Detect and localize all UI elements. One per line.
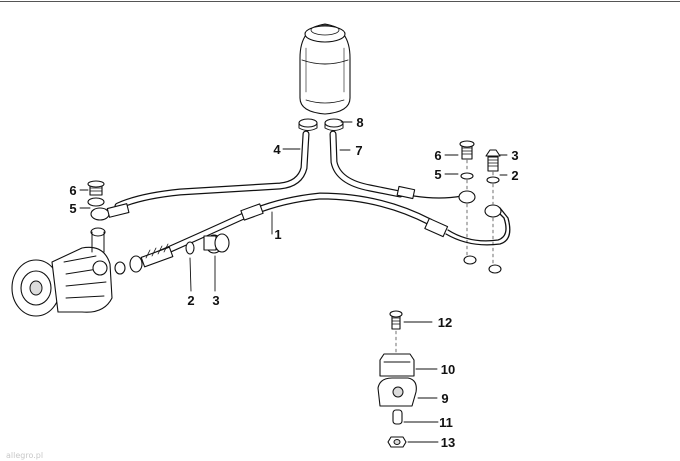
callout-6-right: 6	[434, 148, 441, 163]
steering-pump	[11, 227, 113, 317]
hose-clamps	[298, 118, 344, 131]
callout-7: 7	[355, 143, 362, 158]
return-hose	[114, 130, 310, 210]
pressure-line	[146, 192, 511, 262]
callout-11: 11	[439, 415, 453, 430]
clamp-assembly	[377, 310, 417, 448]
callout-5-right: 5	[434, 167, 441, 182]
supply-hose	[329, 130, 463, 200]
right-banjo-fittings	[458, 140, 502, 274]
callout-3-left: 3	[212, 293, 219, 308]
callout-1: 1	[274, 227, 281, 242]
callout-2-right: 2	[511, 168, 518, 183]
callout-13: 13	[441, 435, 455, 450]
callout-3-right: 3	[511, 148, 518, 163]
left-seal-and-union	[185, 233, 230, 255]
left-banjo-fitting	[87, 180, 130, 221]
callout-12: 12	[438, 315, 452, 330]
callout-8: 8	[356, 115, 363, 130]
callout-10: 10	[441, 362, 455, 377]
watermark-text: allegro.pl	[6, 451, 43, 460]
pressure-line-fitting	[114, 243, 174, 275]
callout-4: 4	[273, 142, 281, 157]
fluid-reservoir	[299, 23, 351, 115]
callout-2-left: 2	[187, 293, 194, 308]
callout-labels: 1 2 3 4 5 6 7 8 6 3 5 2 12 10 9 11 13	[69, 115, 518, 450]
callout-5-left: 5	[69, 201, 76, 216]
callout-6-left: 6	[69, 183, 76, 198]
callout-9: 9	[441, 391, 448, 406]
leader-lines	[79, 121, 508, 443]
